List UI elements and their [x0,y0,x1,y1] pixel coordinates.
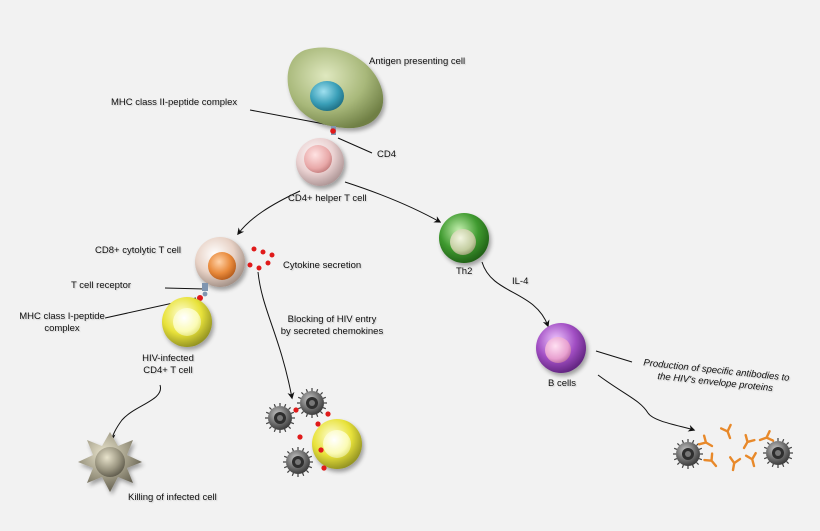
label-cd4-helper-t-cell: CD4+ helper T cell [288,193,367,204]
antibody-production-group [672,423,794,473]
antibody-y [726,456,742,473]
hiv-virus [762,437,794,469]
label-blocking-line1: Blocking of HIV entry [287,314,377,325]
tcr-mhc1-contact [197,283,208,301]
blocking-hiv-entry-group [264,387,362,478]
label-killing-infected-cell: Killing of infected cell [128,492,217,503]
antibody-y [744,451,761,469]
chemokine-dots [293,407,331,471]
arrow-to-antibodies [597,374,696,432]
cd4-helper-t-cell [296,138,344,186]
arrow-to-th2 [344,181,442,223]
label-mhc1-line1: MHC class I-peptide [19,311,105,322]
hiv-virus [296,387,328,419]
label-th2: Th2 [456,266,473,277]
hiv-virus [282,446,314,478]
cd8-cytolytic-t-cell [195,237,245,287]
antibody-y [757,429,775,446]
label-il4: IL-4 [512,276,529,287]
label-mhc1-line2: complex [44,322,80,334]
protected-cd4-cell [312,419,362,469]
label-hiv-infected-line1: HIV-infected [142,353,194,364]
arrow-to-cd8 [237,190,301,236]
mhc2-complex-marker [330,126,336,135]
tcr-pointer-line [164,287,206,290]
mhc2-pointer-line [249,109,336,127]
label-blocking-hiv-entry: Blocking of HIV entry by secreted chemok… [272,314,392,338]
cd4-pointer-line [337,137,373,154]
arrow-to-blocking [257,271,295,400]
arrow-to-killing [108,384,161,442]
label-mhc1-complex: MHC class I-peptide complex [14,311,110,335]
killed-infected-cell [78,432,142,492]
label-antigen-presenting-cell: Antigen presenting cell [369,56,466,67]
antibody-y [719,423,736,441]
label-t-cell-receptor: T cell receptor [71,280,132,291]
label-mhc2-complex: MHC class II-peptide complex [111,97,238,108]
antibody-pointer-line [595,350,633,363]
cytokine-dots [247,246,275,271]
arrow-to-bcells [481,261,550,328]
b-cell [536,323,586,373]
label-cd4: CD4 [377,149,397,160]
antibody-y [703,452,722,471]
antibody-y [738,433,756,452]
th2-cell [439,213,489,263]
label-b-cells: B cells [548,378,576,389]
hiv-virus [264,402,296,434]
label-cytokine-secretion: Cytokine secretion [283,260,362,271]
label-blocking-line2: by secreted chemokines [280,325,384,337]
antigen-presenting-cell [287,47,384,129]
label-hiv-infected-cell: HIV-infected CD4+ T cell [128,353,208,377]
hiv-infected-cd4-t-cell [162,297,212,347]
label-cd8-cytolytic-t-cell: CD8+ cytolytic T cell [95,245,181,256]
apc-nucleus [310,81,344,111]
label-hiv-infected-line2: CD4+ T cell [143,364,193,376]
